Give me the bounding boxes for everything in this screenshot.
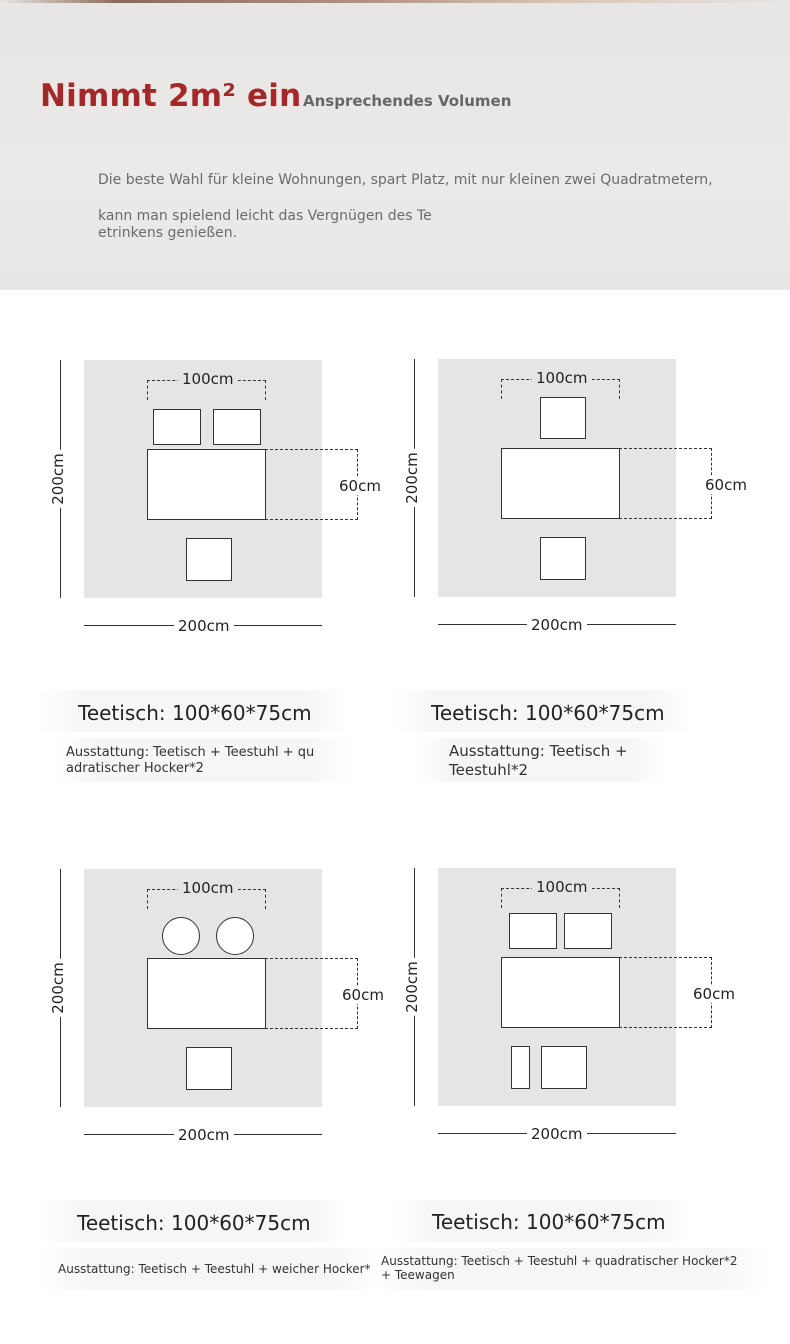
bottom-width-label: 200cm (527, 616, 587, 634)
square-stool (564, 913, 612, 949)
caption-detail-2b: Teestuhl*2 (449, 761, 528, 779)
floor-plan-4: 200cm 100cm 60cm 200cm (402, 868, 773, 1158)
tea-trolley (511, 1046, 530, 1089)
tea-table (147, 449, 266, 520)
hero-top-strip (0, 0, 790, 3)
soft-stool (216, 917, 254, 955)
height-label: 200cm (48, 450, 67, 508)
caption-title-bg (392, 1200, 692, 1242)
floor-plan-1: 200cm 100cm 60cm 200cm (48, 360, 419, 650)
tea-table (501, 448, 620, 519)
page-subtitle: Ansprechendes Volumen (303, 92, 512, 110)
width-label: 100cm (178, 879, 238, 897)
caption-detail-2a: Ausstattung: Teetisch + (449, 742, 628, 760)
height-label: 200cm (402, 958, 421, 1016)
depth-dimension (619, 448, 712, 519)
hero-banner: Nimmt 2m² ein Ansprechendes Volumen Die … (0, 0, 790, 290)
caption-title-2: Teetisch: 100*60*75cm (431, 701, 665, 725)
height-label: 200cm (48, 959, 67, 1017)
depth-label: 60cm (701, 476, 751, 494)
depth-label: 60cm (338, 986, 388, 1004)
caption-detail-bg (40, 1248, 380, 1290)
intro-line-2: kann man spielend leicht das Vergnügen d… (98, 208, 432, 224)
page-title: Nimmt 2m² ein (40, 78, 302, 114)
caption-title-4: Teetisch: 100*60*75cm (432, 1210, 666, 1234)
caption-title-bg (38, 690, 350, 732)
tea-chair (186, 1047, 232, 1090)
depth-label: 60cm (335, 477, 385, 495)
caption-detail-4a: Ausstattung: Teetisch + Teestuhl + quadr… (381, 1254, 738, 1268)
caption-detail-bg (415, 738, 665, 782)
bottom-width-label: 200cm (527, 1125, 587, 1143)
caption-title-3: Teetisch: 100*60*75cm (77, 1211, 311, 1235)
caption-title-bg (38, 1200, 350, 1242)
square-stool (153, 409, 201, 445)
intro-line-3: etrinkens genießen. (98, 225, 238, 241)
floor-plan-3: 200cm 100cm 60cm 200cm (48, 869, 419, 1159)
bottom-width-label: 200cm (174, 1126, 234, 1144)
floor-plan-2: 200cm 100cm 60cm 200cm (402, 359, 773, 649)
caption-detail-bg (370, 1248, 770, 1290)
caption-detail-3a: Ausstattung: Teetisch + Teestuhl + weich… (58, 1262, 379, 1276)
caption-detail-4b: + Teewagen (381, 1268, 455, 1282)
tea-chair (540, 397, 586, 439)
width-label: 100cm (178, 370, 238, 388)
tea-table (501, 957, 620, 1028)
bottom-width-label: 200cm (174, 617, 234, 635)
caption-detail-1a: Ausstattung: Teetisch + Teestuhl + qu (66, 745, 315, 760)
square-stool (213, 409, 261, 445)
width-label: 100cm (532, 369, 592, 387)
square-stool (509, 913, 557, 949)
depth-label: 60cm (689, 985, 739, 1003)
soft-stool (162, 917, 200, 955)
caption-title-1: Teetisch: 100*60*75cm (78, 701, 312, 725)
caption-detail-bg (52, 738, 352, 782)
tea-chair (186, 538, 232, 581)
tea-table (147, 958, 266, 1029)
width-label: 100cm (532, 878, 592, 896)
caption-title-bg (392, 690, 692, 732)
height-label: 200cm (402, 449, 421, 507)
intro-line-1: Die beste Wahl für kleine Wohnungen, spa… (98, 172, 713, 188)
tea-chair (541, 1046, 587, 1089)
tea-chair (540, 537, 586, 580)
caption-detail-1b: adratischer Hocker*2 (66, 761, 204, 776)
